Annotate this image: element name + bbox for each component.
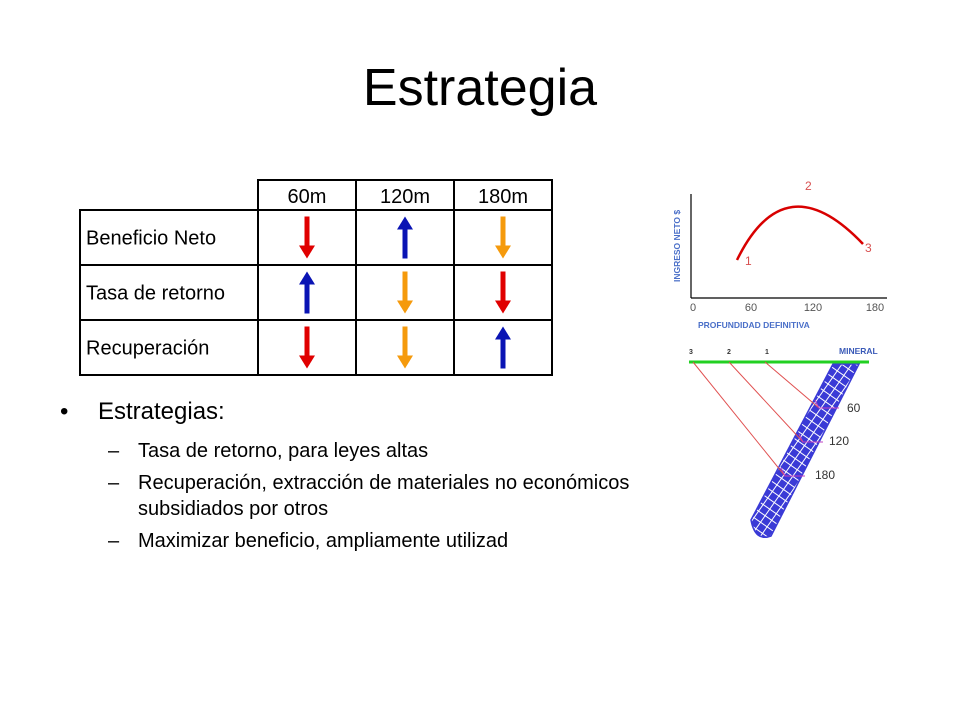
sub-bullet-dash: – (108, 472, 120, 494)
arrow-up-icon (397, 216, 413, 259)
depth-label-180: 180 (815, 468, 835, 482)
pit-label-3: 3 (689, 349, 693, 356)
sub-bullet-text: Maximizar beneficio, ampliamente utiliza… (138, 530, 509, 552)
pit-bottoms (780, 399, 839, 477)
row-label: Tasa de retorno (86, 283, 225, 305)
graph-x-label: PROFUNDIDAD DEFINITIVA (698, 320, 810, 330)
graph-y-label: INGRESO NETO $ (672, 210, 682, 282)
pit-label-1: 1 (765, 349, 769, 356)
arrow-down-icon (397, 271, 413, 314)
cross-section: 3 2 1 MINERAL 60 120 180 (689, 346, 878, 538)
sub-bullet: – Maximizar beneficio, ampliamente utili… (108, 528, 660, 554)
point-label-1: 1 (745, 254, 752, 268)
point-label-3: 3 (865, 241, 872, 255)
pit-walls (692, 361, 820, 477)
arrow-up-icon (299, 271, 315, 314)
sub-bullet: – Recuperación, extracción de materiales… (108, 470, 660, 522)
main-bullet-text: Estrategias: (98, 398, 225, 425)
sub-bullet-dash: – (108, 530, 120, 552)
arrow-down-icon (299, 216, 315, 259)
sub-bullet-text: Tasa de retorno, para leyes altas (138, 440, 429, 462)
column-header-60m: 60m (288, 186, 327, 208)
row-label: Beneficio Neto (86, 228, 216, 250)
point-label-2: 2 (805, 179, 812, 193)
ore-body (750, 363, 861, 538)
sub-bullet-dash: – (108, 440, 120, 462)
main-bullet: • Estrategias: (60, 398, 660, 426)
tick-60: 60 (745, 302, 757, 314)
arrow-down-icon (495, 216, 511, 259)
pit-label-2: 2 (727, 349, 731, 356)
depth-label-60: 60 (847, 401, 861, 415)
pit-depth-diagram: INGRESO NETO $ PROFUNDIDAD DEFINITIVA 0 … (672, 179, 887, 538)
column-header-120m: 120m (380, 186, 430, 208)
revenue-curve (735, 205, 864, 261)
arrow-down-icon (397, 326, 413, 369)
tick-180: 180 (866, 302, 884, 314)
depth-label-120: 120 (829, 434, 849, 448)
arrow-down-icon (299, 326, 315, 369)
column-header-180m: 180m (478, 186, 528, 208)
row-label: Recuperación (86, 338, 209, 360)
tick-0: 0 (690, 302, 696, 314)
tick-120: 120 (804, 302, 822, 314)
bullet-dot: • (60, 398, 69, 425)
sub-bullet: – Tasa de retorno, para leyes altas (108, 438, 660, 464)
sub-bullet-text: Recuperación, extracción de materiales n… (138, 472, 630, 520)
body-frame (79, 209, 553, 376)
arrow-down-icon (495, 271, 511, 314)
slide-title: Estrategia (362, 59, 598, 117)
strategies-list: • Estrategias: – Tasa de retorno, para l… (60, 398, 660, 560)
arrow-up-icon (495, 326, 511, 369)
mineral-label: MINERAL (839, 346, 878, 356)
revenue-graph: INGRESO NETO $ PROFUNDIDAD DEFINITIVA 0 … (672, 179, 887, 330)
